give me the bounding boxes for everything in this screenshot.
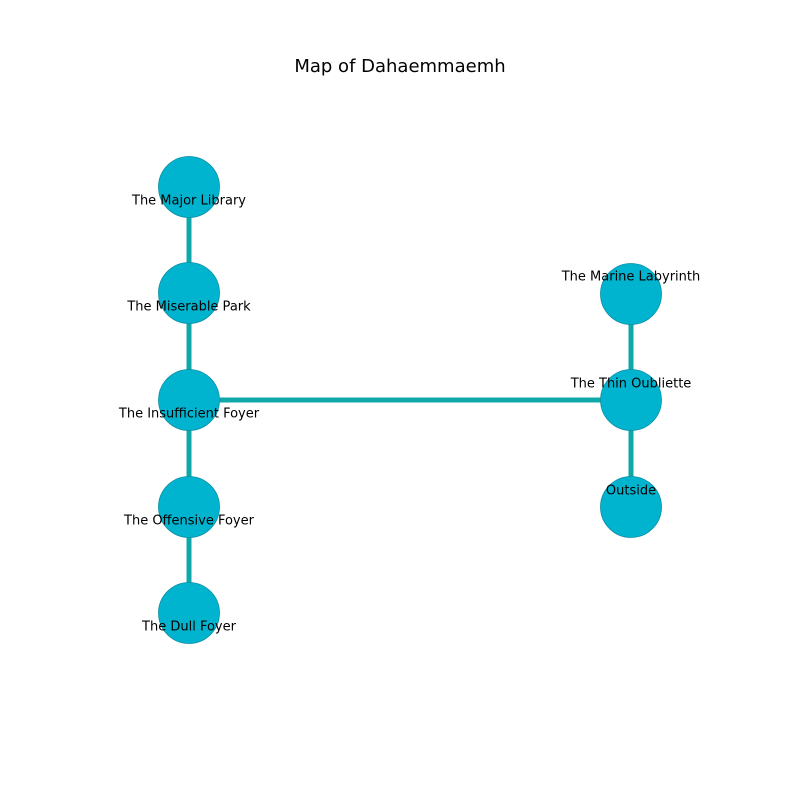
room-label-offensive-foyer: The Offensive Foyer	[123, 514, 255, 529]
rooms-layer	[158, 156, 662, 644]
map-title: Map of Dahaemmaemh	[294, 56, 506, 77]
room-node-thin-oubliette	[600, 369, 662, 431]
room-label-marine-labyrinth: The Marine Labyrinth	[561, 270, 701, 285]
room-node-insufficient-foyer	[158, 369, 220, 431]
room-label-dull-foyer: The Dull Foyer	[141, 620, 237, 635]
room-node-major-library	[158, 156, 220, 218]
connections-layer	[186, 187, 634, 613]
room-label-major-library: The Major Library	[131, 194, 246, 209]
room-node-offensive-foyer	[158, 476, 220, 538]
room-node-dull-foyer	[158, 582, 220, 644]
room-node-marine-labyrinth	[600, 263, 662, 325]
room-node-miserable-park	[158, 262, 220, 324]
room-label-miserable-park: The Miserable Park	[126, 300, 251, 315]
room-label-thin-oubliette: The Thin Oubliette	[570, 377, 692, 392]
room-node-outside	[600, 476, 662, 538]
room-label-outside: Outside	[606, 484, 656, 499]
room-label-insufficient-foyer: The Insufficient Foyer	[118, 407, 260, 422]
